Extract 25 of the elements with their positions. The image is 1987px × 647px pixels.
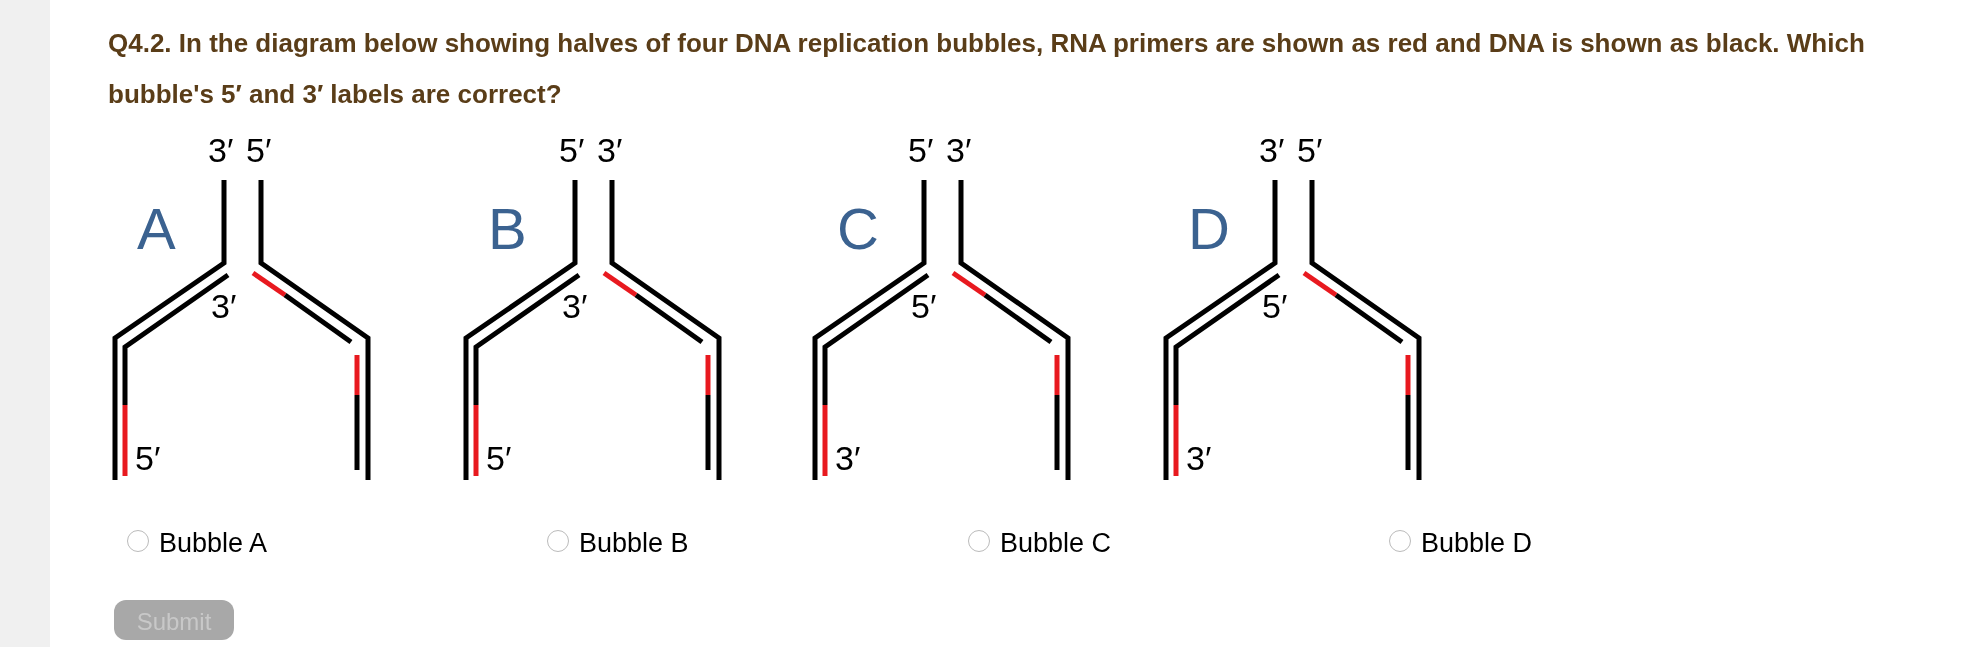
answer-option: Bubble C (1000, 530, 1112, 557)
bubble-letter: B (488, 200, 527, 258)
strand-end-label: 3′ (1186, 441, 1212, 475)
bubble-letter: D (1188, 200, 1230, 258)
strand-end-label: 3′ (835, 441, 861, 475)
strand-end-label: 5′ (246, 133, 272, 167)
strand-end-label: 5′ (559, 133, 585, 167)
answer-option: Bubble D (1421, 530, 1533, 557)
strand-end-label: 5′ (135, 441, 161, 475)
strand-end-label: 3′ (208, 133, 234, 167)
answer-option: Bubble B (579, 530, 689, 557)
question-text: Q4.2. In the diagram below showing halves of four DNA replication bubbles, RNA primers are shown as red and DNA is shown as black. Which bubble's 5′ and 3′ labels are correct? (108, 27, 1866, 111)
strand-end-label: 5′ (486, 441, 512, 475)
bubble-letter: A (137, 200, 176, 258)
answer-option: Bubble A (159, 530, 268, 557)
strand-end-label: 3′ (1259, 133, 1285, 167)
strand-end-label: 3′ (562, 289, 588, 323)
bubble-letter: C (837, 200, 879, 258)
strand-end-label: 5′ (911, 289, 937, 323)
strand-end-label: 3′ (597, 133, 623, 167)
strand-end-label: 3′ (946, 133, 972, 167)
strand-end-label: 5′ (908, 133, 934, 167)
strand-end-label: 5′ (1297, 133, 1323, 167)
strand-end-label: 5′ (1262, 289, 1288, 323)
strand-end-label: 3′ (211, 289, 237, 323)
